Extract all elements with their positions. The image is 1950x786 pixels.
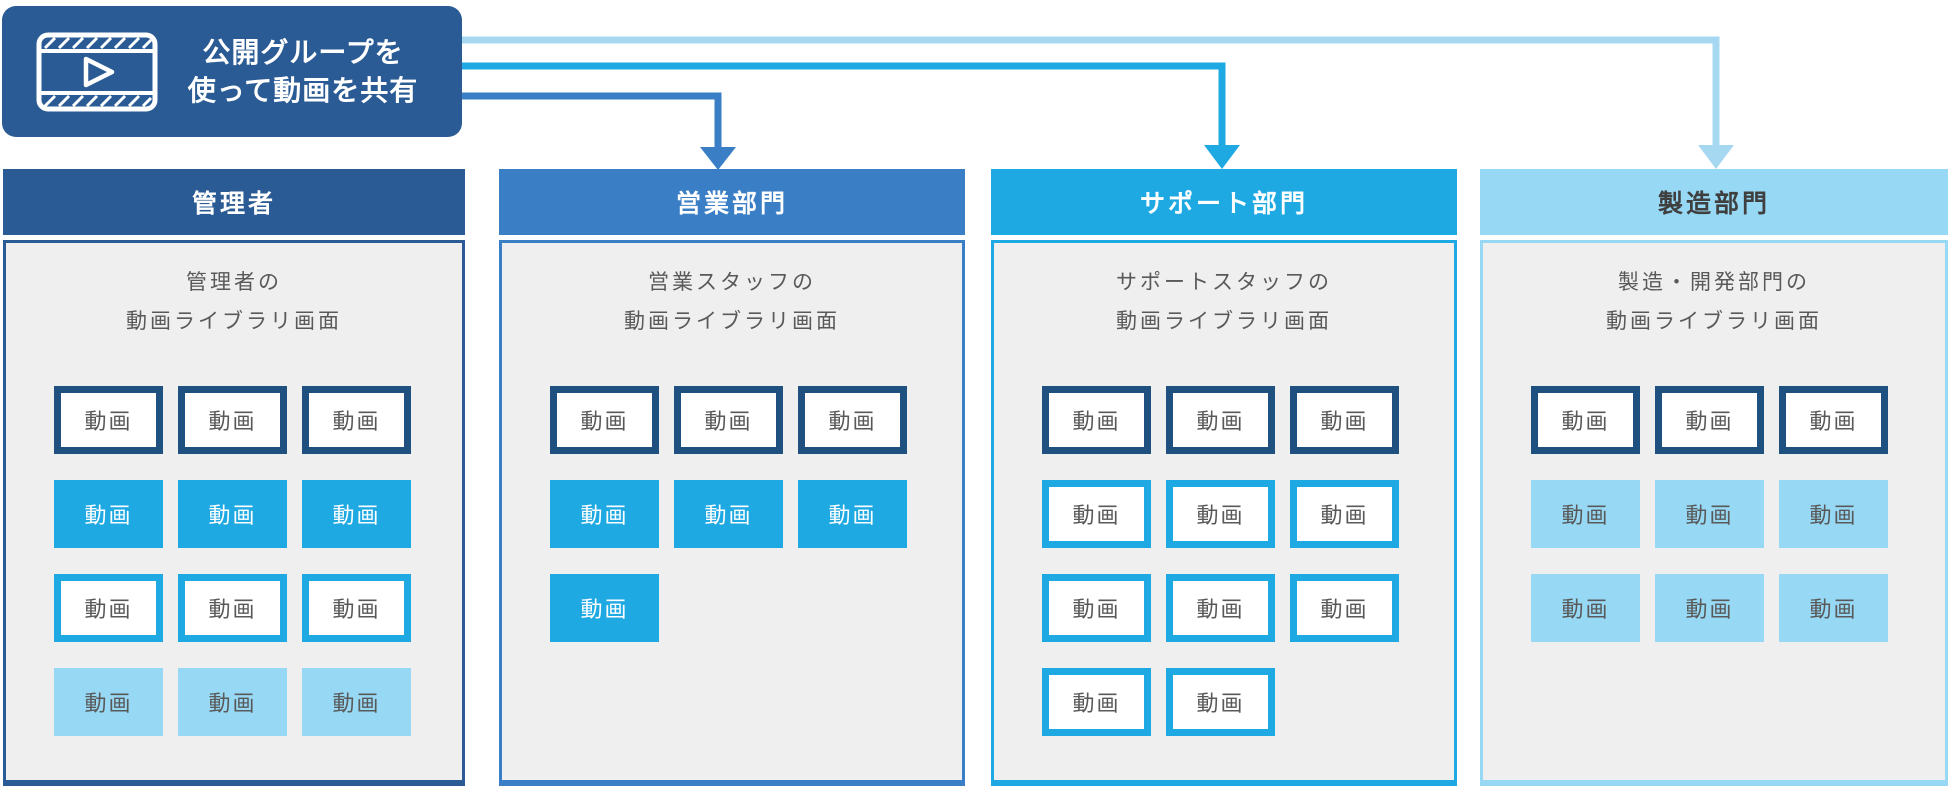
video-thumbnail: 動画 bbox=[1166, 386, 1275, 454]
video-row: 動画動画動画 bbox=[1531, 386, 1888, 454]
video-row: 動画動画動画 bbox=[550, 386, 907, 454]
panel-title-line2: 動画ライブラリ画面 bbox=[1606, 310, 1822, 333]
video-thumbnail: 動画 bbox=[550, 386, 659, 454]
panel-title-line1: 製造・開発部門の bbox=[1618, 271, 1810, 294]
column-admin: 管理者 管理者の 動画ライブラリ画面 動画動画動画動画動画動画動画動画動画動画動… bbox=[3, 169, 465, 786]
video-grid: 動画動画動画動画動画動画動画動画動画 bbox=[1531, 386, 1888, 642]
video-thumbnail: 動画 bbox=[1042, 668, 1151, 736]
video-row: 動画動画動画 bbox=[1531, 480, 1888, 548]
video-grid: 動画動画動画動画動画動画動画動画動画動画動画 bbox=[1042, 386, 1399, 736]
arrow-to-support bbox=[458, 62, 1240, 169]
video-thumbnail: 動画 bbox=[1779, 480, 1888, 548]
video-thumbnail: 動画 bbox=[1042, 480, 1151, 548]
panel-title: 製造・開発部門の 動画ライブラリ画面 bbox=[1483, 263, 1945, 341]
video-thumbnail: 動画 bbox=[1779, 386, 1888, 454]
panel-title-line2: 動画ライブラリ画面 bbox=[1116, 310, 1332, 333]
video-thumbnail: 動画 bbox=[302, 480, 411, 548]
video-thumbnail: 動画 bbox=[1655, 574, 1764, 642]
film-play-icon bbox=[36, 32, 158, 112]
column-header-manufacturing: 製造部門 bbox=[1480, 169, 1948, 235]
video-row: 動画動画動画 bbox=[1042, 386, 1399, 454]
panel-title-line1: サポートスタッフの bbox=[1116, 271, 1332, 294]
video-thumbnail: 動画 bbox=[1655, 480, 1764, 548]
video-grid: 動画動画動画動画動画動画動画動画動画動画動画動画 bbox=[54, 386, 411, 736]
library-panel-manufacturing: 製造・開発部門の 動画ライブラリ画面 動画動画動画動画動画動画動画動画動画 bbox=[1480, 240, 1948, 786]
video-thumbnail: 動画 bbox=[550, 480, 659, 548]
callout-text: 公開グループを 使って動画を共有 bbox=[158, 34, 462, 110]
column-sales: 営業部門 営業スタッフの 動画ライブラリ画面 動画動画動画動画動画動画動画 bbox=[499, 169, 965, 786]
video-row: 動画動画動画 bbox=[54, 668, 411, 736]
video-row: 動画動画動画 bbox=[54, 386, 411, 454]
video-thumbnail: 動画 bbox=[1042, 574, 1151, 642]
video-thumbnail: 動画 bbox=[1531, 480, 1640, 548]
video-thumbnail: 動画 bbox=[54, 668, 163, 736]
video-thumbnail: 動画 bbox=[54, 574, 163, 642]
video-thumbnail: 動画 bbox=[798, 480, 907, 548]
video-thumbnail: 動画 bbox=[1290, 574, 1399, 642]
library-panel-admin: 管理者の 動画ライブラリ画面 動画動画動画動画動画動画動画動画動画動画動画動画 bbox=[3, 240, 465, 786]
video-thumbnail: 動画 bbox=[550, 574, 659, 642]
video-thumbnail: 動画 bbox=[1531, 386, 1640, 454]
video-thumbnail: 動画 bbox=[1531, 574, 1640, 642]
library-panel-support: サポートスタッフの 動画ライブラリ画面 動画動画動画動画動画動画動画動画動画動画… bbox=[991, 240, 1457, 786]
library-panel-sales: 営業スタッフの 動画ライブラリ画面 動画動画動画動画動画動画動画 bbox=[499, 240, 965, 786]
callout-line2: 使って動画を共有 bbox=[187, 74, 419, 106]
video-thumbnail: 動画 bbox=[302, 668, 411, 736]
video-thumbnail: 動画 bbox=[798, 386, 907, 454]
video-row: 動画動画動画 bbox=[1531, 574, 1888, 642]
video-thumbnail: 動画 bbox=[1655, 386, 1764, 454]
video-row: 動画動画動画 bbox=[550, 480, 907, 548]
callout-line1: 公開グループを bbox=[202, 36, 404, 68]
video-thumbnail: 動画 bbox=[178, 386, 287, 454]
video-thumbnail: 動画 bbox=[178, 480, 287, 548]
video-thumbnail: 動画 bbox=[1166, 480, 1275, 548]
video-thumbnail: 動画 bbox=[674, 386, 783, 454]
video-thumbnail: 動画 bbox=[178, 574, 287, 642]
panel-title-line1: 営業スタッフの bbox=[648, 271, 816, 294]
column-header-sales: 営業部門 bbox=[499, 169, 965, 235]
video-row: 動画動画動画 bbox=[54, 480, 411, 548]
video-row: 動画動画動画 bbox=[1042, 574, 1399, 642]
video-thumbnail: 動画 bbox=[1166, 574, 1275, 642]
arrow-to-manufacturing bbox=[458, 36, 1734, 169]
arrow-to-sales bbox=[458, 92, 736, 170]
video-row: 動画動画動画 bbox=[54, 574, 411, 642]
panel-title: 管理者の 動画ライブラリ画面 bbox=[6, 263, 462, 341]
panel-title-line2: 動画ライブラリ画面 bbox=[126, 310, 342, 333]
video-thumbnail: 動画 bbox=[1290, 386, 1399, 454]
column-header-support: サポート部門 bbox=[991, 169, 1457, 235]
video-thumbnail: 動画 bbox=[302, 574, 411, 642]
panel-title: 営業スタッフの 動画ライブラリ画面 bbox=[502, 263, 962, 341]
video-grid: 動画動画動画動画動画動画動画 bbox=[550, 386, 907, 642]
video-thumbnail: 動画 bbox=[1166, 668, 1275, 736]
video-thumbnail: 動画 bbox=[674, 480, 783, 548]
column-support: サポート部門 サポートスタッフの 動画ライブラリ画面 動画動画動画動画動画動画動… bbox=[991, 169, 1457, 786]
video-thumbnail: 動画 bbox=[1042, 386, 1151, 454]
video-row: 動画 bbox=[550, 574, 907, 642]
column-header-admin: 管理者 bbox=[3, 169, 465, 235]
video-row: 動画動画動画 bbox=[1042, 480, 1399, 548]
video-thumbnail: 動画 bbox=[1290, 480, 1399, 548]
column-manufacturing: 製造部門 製造・開発部門の 動画ライブラリ画面 動画動画動画動画動画動画動画動画… bbox=[1480, 169, 1948, 786]
video-row: 動画動画 bbox=[1042, 668, 1399, 736]
panel-title: サポートスタッフの 動画ライブラリ画面 bbox=[994, 263, 1454, 341]
share-callout: 公開グループを 使って動画を共有 bbox=[2, 6, 462, 137]
video-thumbnail: 動画 bbox=[54, 386, 163, 454]
video-thumbnail: 動画 bbox=[1779, 574, 1888, 642]
panel-title-line2: 動画ライブラリ画面 bbox=[624, 310, 840, 333]
video-thumbnail: 動画 bbox=[54, 480, 163, 548]
panel-title-line1: 管理者の bbox=[186, 271, 282, 294]
video-thumbnail: 動画 bbox=[302, 386, 411, 454]
video-thumbnail: 動画 bbox=[178, 668, 287, 736]
